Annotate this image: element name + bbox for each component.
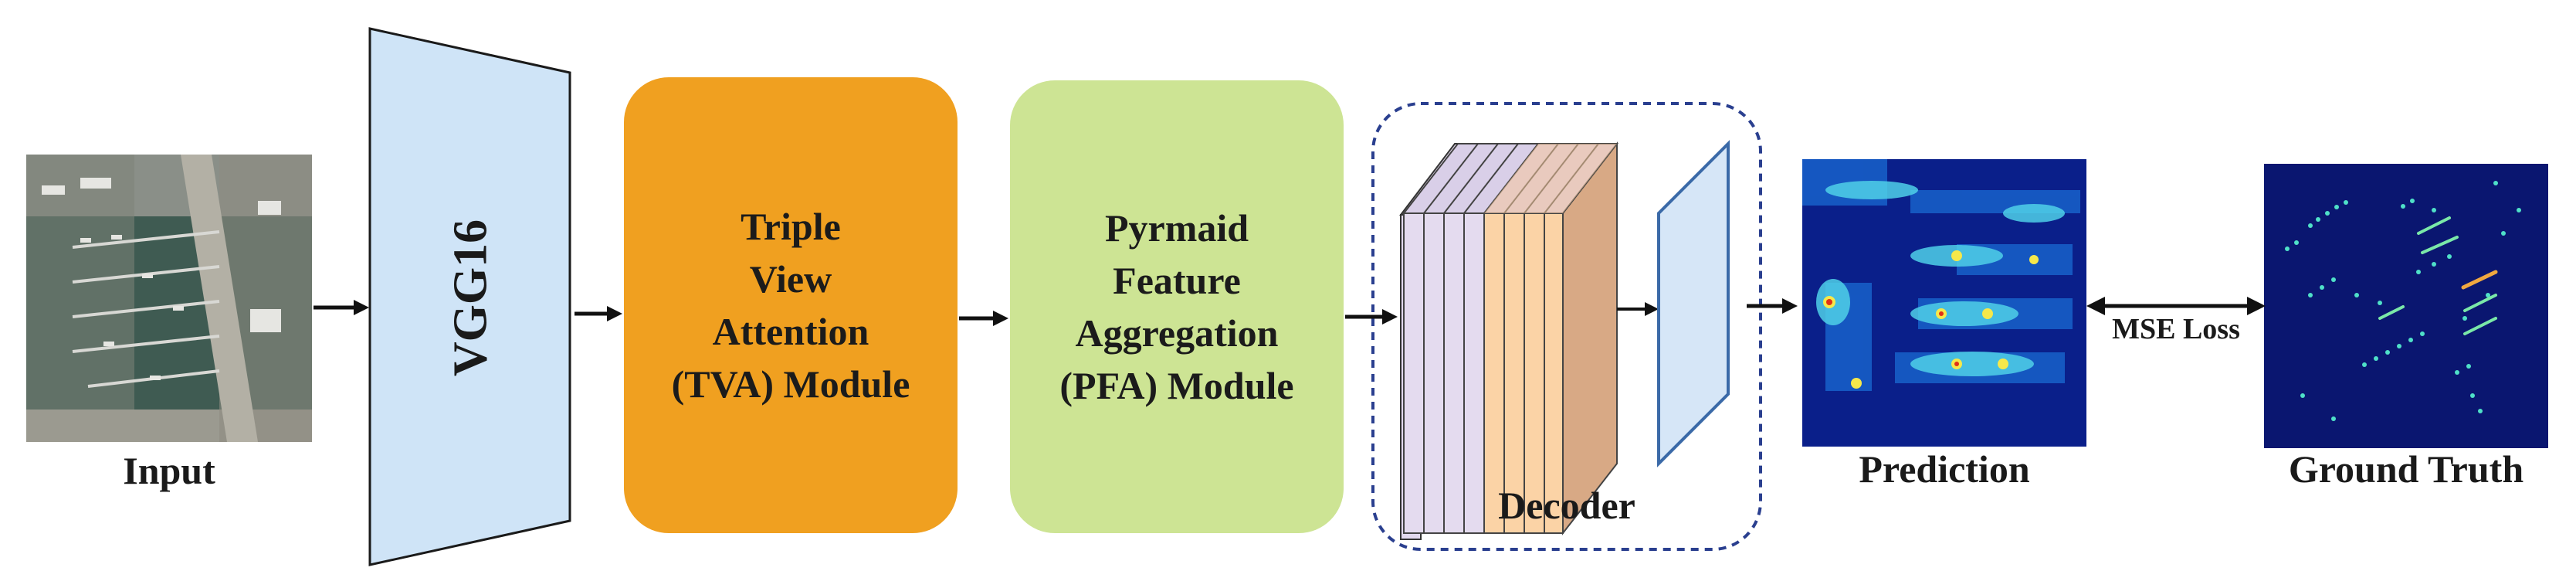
ground-truth-label: Ground Truth [2288,447,2524,491]
prediction-heatmap [1802,159,2086,447]
tva-module: Triple View Attention (TVA) Module [624,77,958,533]
mse-loss-arrow [2086,297,2266,315]
feature-stack [1402,141,1619,535]
pfa-module: Pyrmaid Feature Aggregation (PFA) Module [1010,80,1344,533]
output-plane [1657,140,1730,467]
tva-label: Triple View Attention (TVA) Module [671,205,910,406]
prediction-label: Prediction [1859,447,2030,491]
input-label: Input [123,449,215,492]
ground-truth-map [2264,164,2548,448]
vgg16-block [368,27,571,566]
decoder-label: Decoder [1498,484,1635,527]
input-image [26,155,312,442]
mse-loss-label: MSE Loss [2112,313,2240,345]
decoder-block [1371,102,1762,551]
pfa-label: Pyrmaid Feature Aggregation (PFA) Module [1059,206,1294,407]
